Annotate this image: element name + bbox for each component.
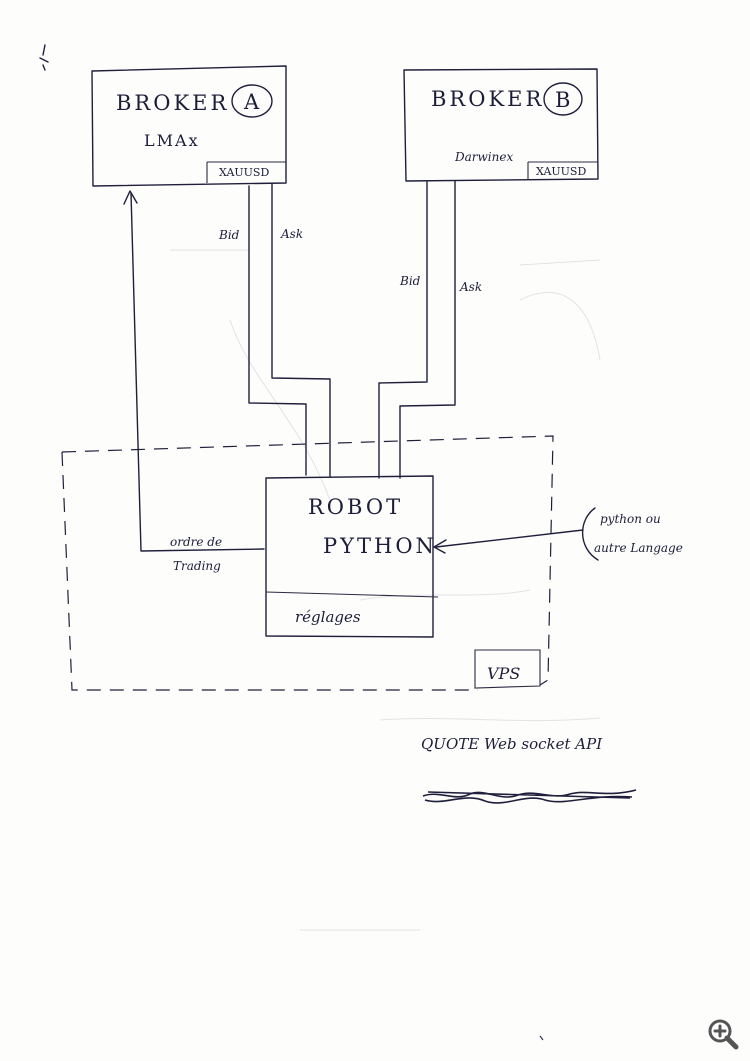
broker-a-ask-label: Ask bbox=[280, 227, 303, 241]
broker-a-box: BROKER A LMAx XAUUSD bbox=[91, 65, 287, 187]
language-note-line2: autre Langage bbox=[594, 541, 683, 555]
language-note-line1: python ou bbox=[600, 512, 661, 526]
broker-b-name: Darwinex bbox=[454, 150, 513, 164]
vps-boundary: VPS bbox=[61, 435, 554, 691]
broker-b-badge: B bbox=[555, 88, 570, 112]
paper-bleed-through bbox=[170, 249, 601, 931]
language-note: python ou autre Langage bbox=[433, 507, 683, 561]
broker-b-bid-label: Bid bbox=[399, 274, 421, 288]
vps-label: VPS bbox=[487, 664, 520, 683]
broker-b-ask-label: Ask bbox=[459, 280, 482, 294]
scribbled-out-text bbox=[422, 789, 637, 804]
robot-line2: PYTHON bbox=[323, 534, 437, 558]
broker-a-symbol: XAUUSD bbox=[219, 166, 269, 179]
stray-dot bbox=[539, 1035, 544, 1041]
broker-a-name: LMAx bbox=[144, 131, 200, 150]
broker-a-title: BROKER bbox=[116, 91, 229, 115]
broker-a-badge-circle bbox=[231, 84, 273, 118]
robot-box: ROBOT PYTHON réglages bbox=[265, 475, 439, 638]
robot-line1: ROBOT bbox=[308, 495, 403, 519]
broker-b-badge-circle bbox=[543, 82, 583, 116]
broker-a-feed-lines: Bid Ask bbox=[218, 183, 331, 477]
trading-order-arrow: ordre de Trading bbox=[123, 190, 265, 573]
broker-b-box: BROKER B Darwinex XAUUSD bbox=[403, 68, 599, 182]
api-note: QUOTE Web socket API bbox=[421, 735, 603, 753]
stray-mark bbox=[39, 44, 49, 71]
broker-a-bid-label: Bid bbox=[218, 228, 240, 242]
order-label-line2: Trading bbox=[173, 559, 221, 573]
broker-b-feed-lines: Bid Ask bbox=[378, 180, 482, 479]
zoom-in-icon[interactable] bbox=[706, 1017, 740, 1051]
order-label-line1: ordre de bbox=[170, 535, 222, 549]
broker-b-symbol: XAUUSD bbox=[536, 165, 586, 178]
broker-b-title: BROKER bbox=[431, 87, 544, 111]
robot-settings: réglages bbox=[295, 608, 361, 626]
broker-a-badge: A bbox=[243, 90, 260, 114]
